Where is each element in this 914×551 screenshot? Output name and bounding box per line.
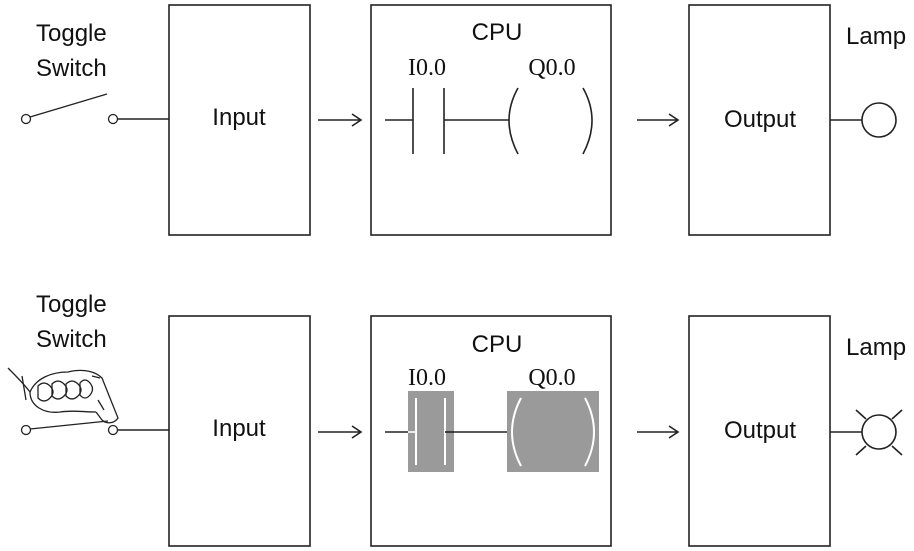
toggle-switch-label-line2: Switch bbox=[36, 326, 107, 353]
input-module-label: Input bbox=[212, 104, 266, 131]
output-module-label: Output bbox=[724, 106, 796, 133]
finger-pressing-icon bbox=[7, 367, 119, 424]
cpu-box bbox=[370, 4, 612, 236]
toggle-switch-label-line2: Switch bbox=[36, 55, 107, 82]
contact-address-label: I0.0 bbox=[408, 365, 446, 391]
input-module-box bbox=[168, 4, 311, 236]
ladder-contact-open bbox=[385, 88, 509, 154]
lamp-label: Lamp bbox=[846, 334, 906, 361]
energized-coil-highlight bbox=[507, 391, 599, 472]
output-module-label: Output bbox=[724, 417, 796, 444]
lamp-on-icon bbox=[830, 409, 903, 456]
coil-address-label: Q0.0 bbox=[528, 55, 575, 81]
input-module-box bbox=[168, 315, 311, 547]
contact-address-label: I0.0 bbox=[408, 55, 446, 81]
diagram-switch-off: Toggle Switch Input CPU I0.0 Q0.0 bbox=[20, 4, 906, 236]
toggle-switch-label-line1: Toggle bbox=[36, 291, 107, 318]
ladder-contact-closed bbox=[385, 391, 507, 472]
cpu-box bbox=[370, 315, 612, 547]
cpu-label: CPU bbox=[472, 331, 523, 358]
lamp-off-icon bbox=[830, 102, 897, 138]
toggle-switch-closed-icon bbox=[20, 420, 169, 436]
arrow-right-icon bbox=[637, 113, 680, 127]
ladder-coil-off bbox=[508, 87, 593, 155]
diagram-switch-on: Toggle Switch Input CPU I0.0 Q bbox=[7, 291, 906, 547]
toggle-switch-open-icon bbox=[20, 93, 169, 125]
arrow-right-icon bbox=[637, 425, 680, 439]
arrow-right-icon bbox=[318, 425, 363, 439]
toggle-switch-label-line1: Toggle bbox=[36, 20, 107, 47]
arrow-right-icon bbox=[318, 113, 363, 127]
output-module-box bbox=[688, 315, 831, 547]
coil-address-label: Q0.0 bbox=[528, 365, 575, 391]
lamp-label: Lamp bbox=[846, 23, 906, 50]
input-module-label: Input bbox=[212, 415, 266, 442]
ladder-coil-on bbox=[507, 391, 599, 472]
cpu-label: CPU bbox=[472, 19, 523, 46]
